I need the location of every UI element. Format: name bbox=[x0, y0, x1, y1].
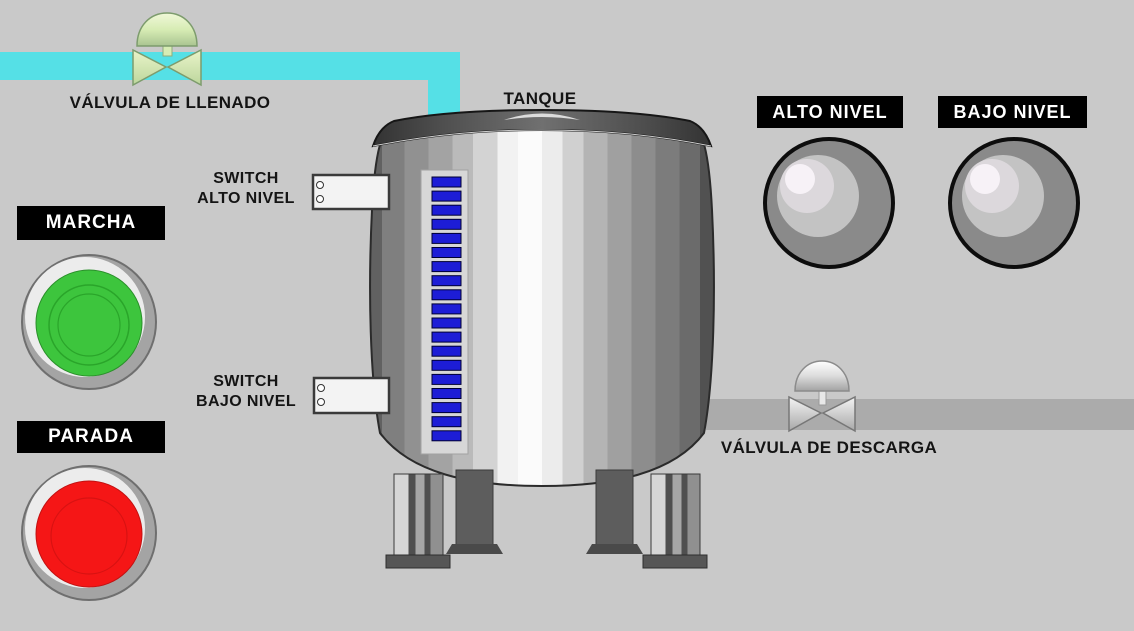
level-segment bbox=[431, 261, 462, 273]
tank-legs bbox=[385, 469, 708, 569]
discharge-pipe bbox=[706, 399, 1134, 430]
tank-label: TANQUE bbox=[503, 89, 577, 108]
level-segment bbox=[431, 176, 462, 188]
button-ring bbox=[57, 293, 121, 357]
leg-outer-right bbox=[650, 473, 701, 557]
level-segment bbox=[431, 232, 462, 244]
level-segment bbox=[431, 416, 462, 428]
level-segment bbox=[431, 331, 462, 343]
start-button-plate: MARCHA bbox=[17, 206, 165, 240]
button-face bbox=[35, 480, 143, 588]
level-segment bbox=[431, 289, 462, 301]
switch-box bbox=[311, 173, 391, 211]
start-button[interactable] bbox=[21, 254, 157, 390]
high-lamp-plate: ALTO NIVEL bbox=[757, 96, 903, 128]
stop-button[interactable] bbox=[21, 465, 157, 601]
leg-inner-left bbox=[455, 469, 494, 547]
level-gauge-segments bbox=[431, 176, 462, 442]
valve-wedge-left bbox=[132, 48, 168, 87]
level-segment bbox=[431, 317, 462, 329]
fill-pipe bbox=[0, 52, 460, 125]
switch-box bbox=[312, 376, 391, 415]
valve-dome bbox=[794, 360, 850, 392]
level-segment bbox=[431, 275, 462, 287]
discharge-valve-label: VÁLVULA DE DESCARGA bbox=[720, 438, 938, 457]
fill-valve-icon[interactable] bbox=[132, 12, 202, 87]
high-level-switch bbox=[311, 173, 391, 211]
level-segment bbox=[431, 247, 462, 258]
low-level-lamp-icon bbox=[948, 137, 1080, 269]
switch-bolt bbox=[316, 181, 324, 189]
valve-wedge-right bbox=[821, 395, 856, 433]
leg-outer-right-foot bbox=[642, 554, 708, 569]
level-segment bbox=[431, 190, 462, 202]
level-segment bbox=[431, 430, 462, 442]
button-face bbox=[35, 269, 143, 377]
valve-wedge-left bbox=[788, 395, 823, 433]
leg-inner-right-foot bbox=[586, 544, 643, 554]
level-segment bbox=[431, 204, 462, 216]
valve-wedge-right bbox=[166, 48, 202, 87]
high-switch-label-line2: ALTO NIVEL bbox=[197, 190, 295, 207]
lamp-highlight bbox=[970, 164, 1000, 194]
discharge-valve-icon[interactable] bbox=[788, 360, 856, 433]
low-switch-label-line1: SWITCH bbox=[213, 373, 279, 390]
level-segment bbox=[431, 373, 462, 385]
lamp-highlight bbox=[785, 164, 815, 194]
tank-cap-dome-bump bbox=[504, 113, 580, 120]
level-segment bbox=[431, 303, 462, 315]
low-switch-label: SWITCH BAJO NIVEL bbox=[181, 372, 311, 412]
switch-bolt bbox=[317, 384, 325, 392]
valve-dome bbox=[136, 12, 198, 47]
level-segment bbox=[431, 218, 462, 230]
leg-outer-left-foot bbox=[385, 554, 451, 569]
level-gauge bbox=[420, 169, 469, 455]
stop-button-plate: PARADA bbox=[17, 421, 165, 453]
leg-outer-left bbox=[393, 473, 444, 557]
switch-bolt bbox=[317, 398, 325, 406]
level-segment bbox=[431, 388, 462, 399]
button-ring bbox=[48, 284, 130, 366]
leg-inner-left-foot bbox=[446, 544, 503, 554]
tank-graphic bbox=[369, 108, 715, 569]
high-switch-label: SWITCH ALTO NIVEL bbox=[181, 169, 311, 209]
low-lamp-plate: BAJO NIVEL bbox=[938, 96, 1087, 128]
level-segment bbox=[431, 402, 462, 414]
fill-valve-label: VÁLVULA DE LLENADO bbox=[69, 93, 271, 112]
high-level-lamp-icon bbox=[763, 137, 895, 269]
switch-bolt bbox=[316, 195, 324, 203]
level-segment bbox=[431, 359, 462, 371]
level-segment bbox=[431, 345, 462, 357]
tank-cap-highlight bbox=[372, 129, 712, 147]
low-switch-label-line2: BAJO NIVEL bbox=[195, 393, 296, 410]
high-switch-label-line1: SWITCH bbox=[213, 170, 279, 187]
leg-inner-right bbox=[595, 469, 634, 547]
low-level-switch bbox=[312, 376, 391, 415]
button-ring bbox=[50, 497, 128, 575]
